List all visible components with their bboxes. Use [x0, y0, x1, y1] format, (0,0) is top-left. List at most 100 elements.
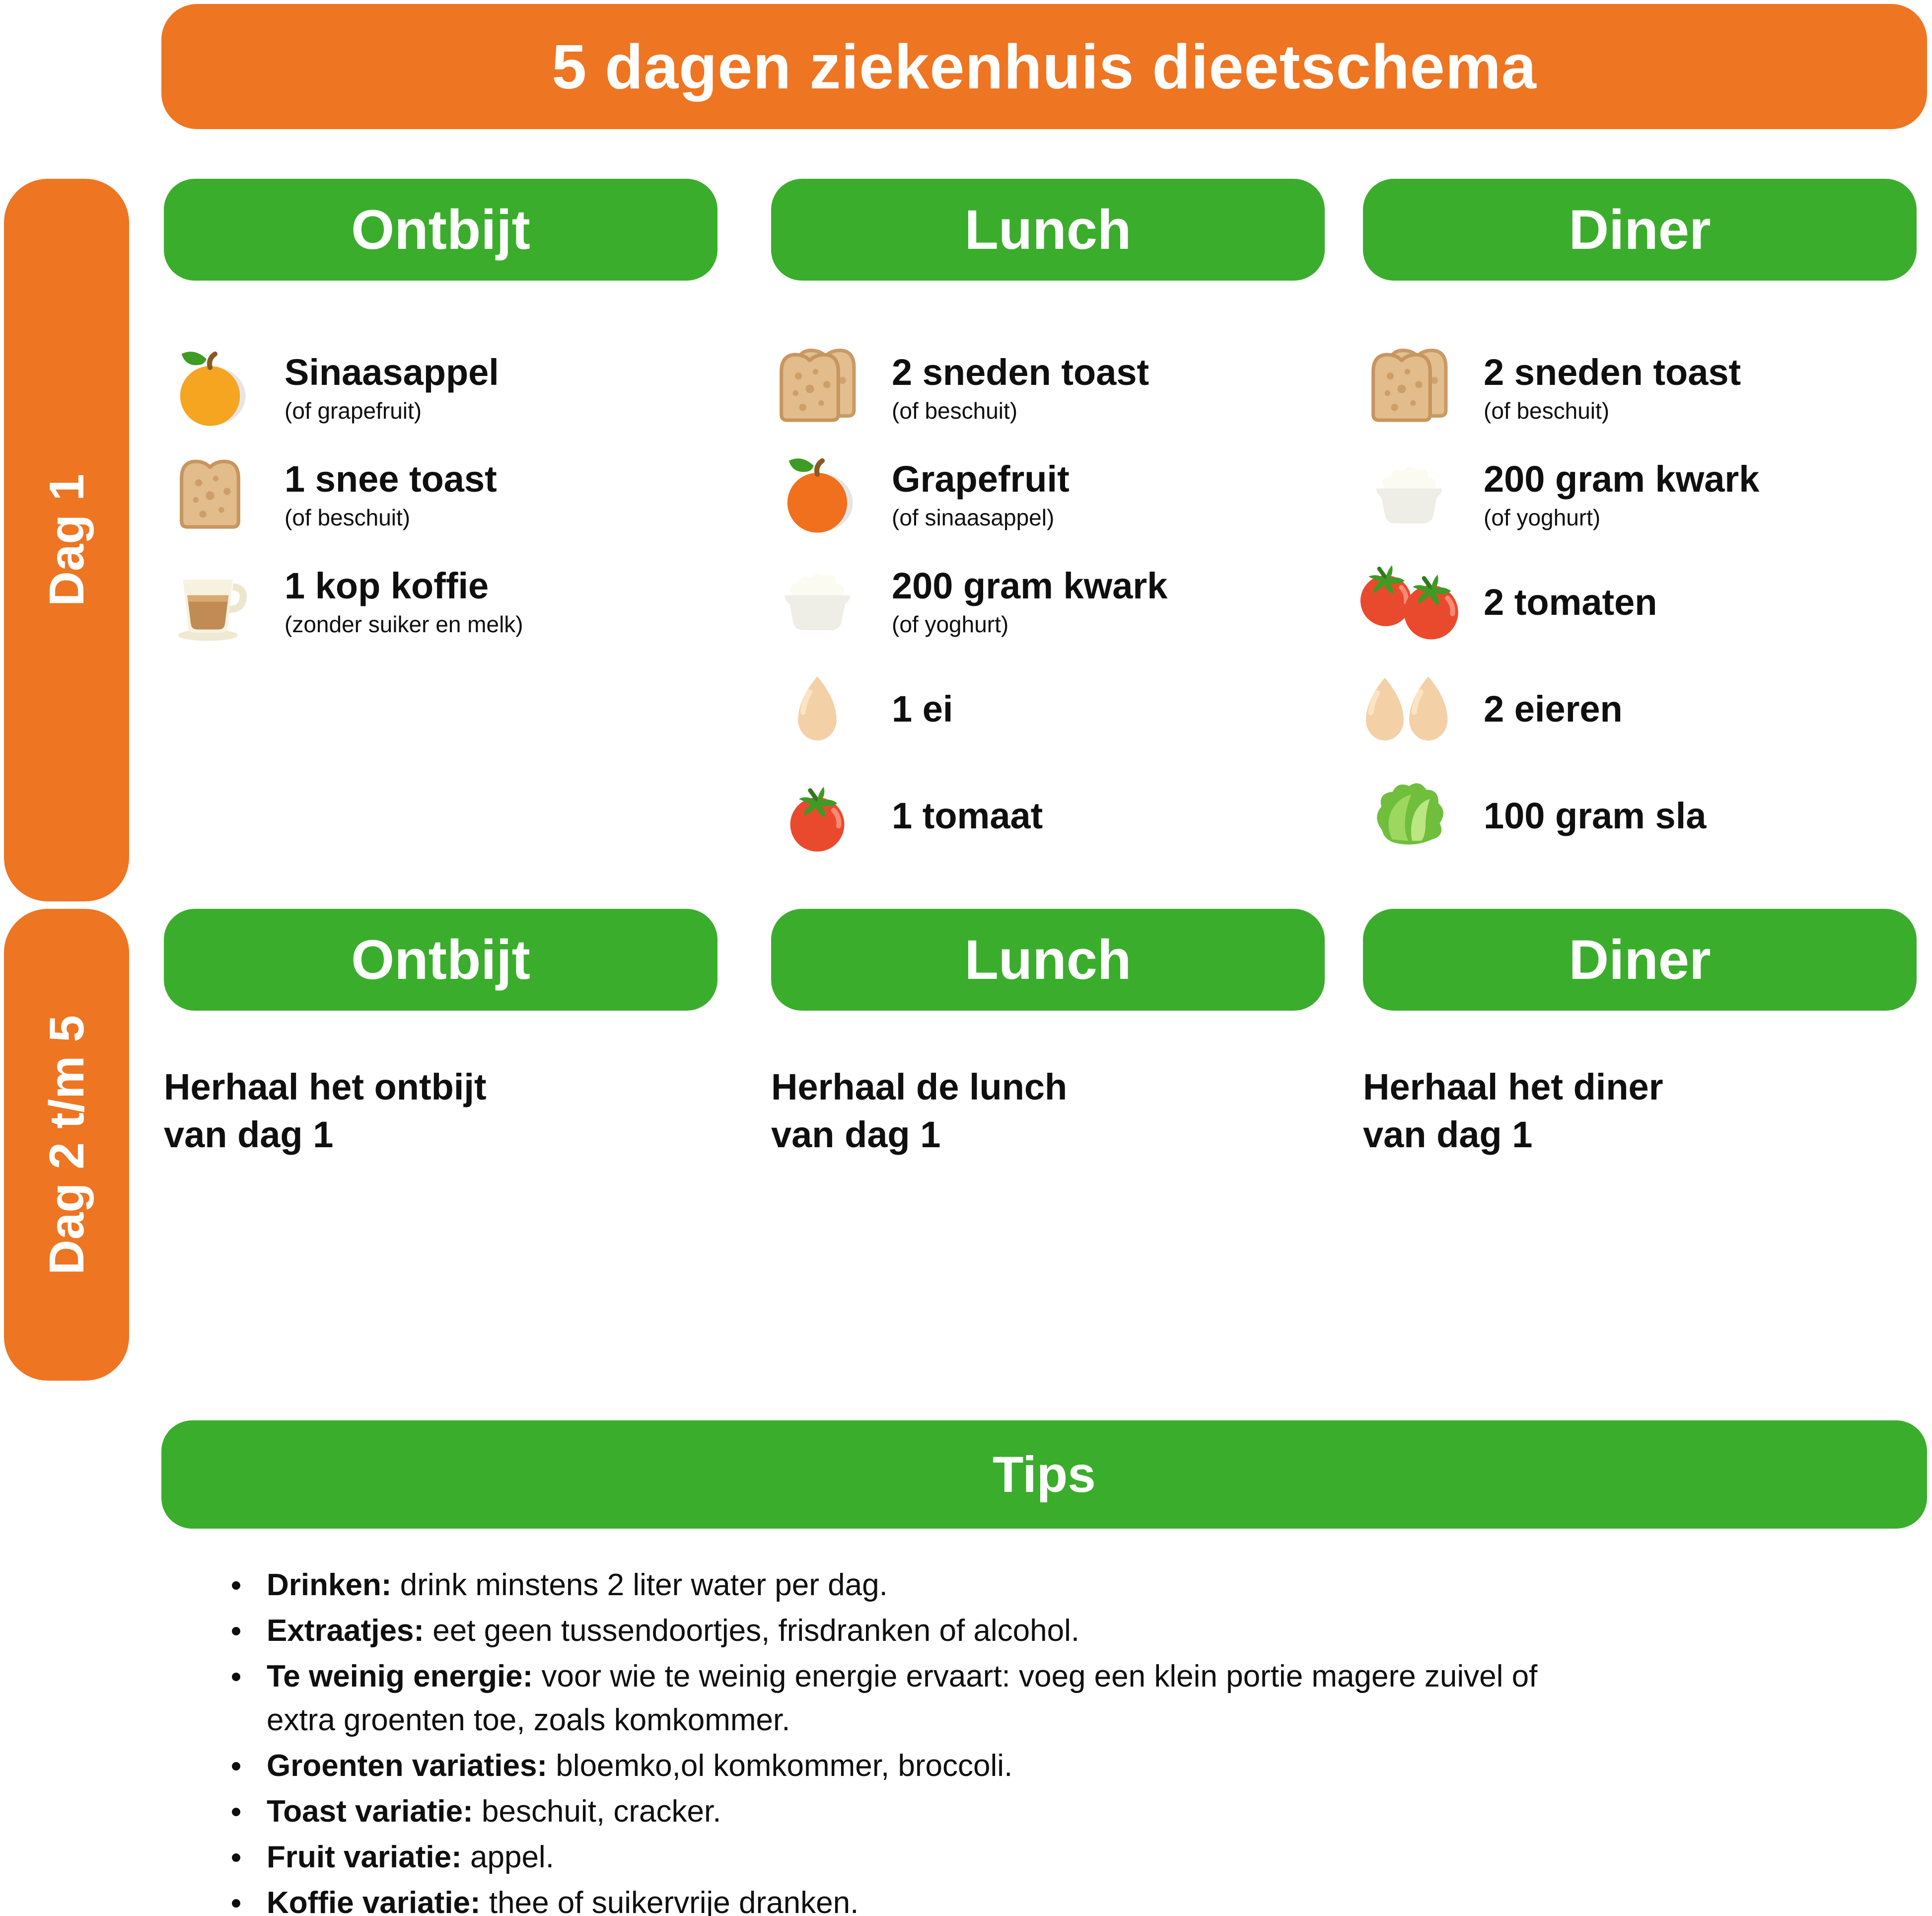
tip-item: Drinken: drink minstens 2 liter water pe… — [221, 1563, 1601, 1607]
lunch-header: Lunch — [771, 179, 1325, 281]
meal-item: 2 tomaten — [1363, 549, 1917, 656]
sidebar-day2-5-label: Dag 2 t/m 5 — [39, 1015, 94, 1275]
tip-label: Groenten variaties: — [267, 1749, 548, 1783]
dinner-header: Diner — [1363, 179, 1917, 281]
meal-item: 2 sneden toast (of beschuit) — [1363, 335, 1917, 442]
repeat-instruction: Herhaal het ontbijt van dag 1 — [164, 1063, 717, 1159]
quark-bowl-icon — [1363, 451, 1455, 540]
item-note: (of yoghurt) — [1484, 505, 1601, 531]
item-name: 1 snee toast — [285, 458, 497, 500]
item-name: 200 gram kwark — [1484, 458, 1760, 500]
tip-label: Extraatjes: — [267, 1614, 425, 1648]
egg-icon — [771, 664, 863, 754]
tip-text: eet geen tussendoortjes, frisdranken of … — [424, 1614, 1080, 1648]
day2-lunch-column: Lunch Herhaal de lunch van dag 1 — [771, 909, 1325, 1159]
item-note: (of beschuit) — [892, 398, 1018, 424]
meal-item: 1 ei — [771, 656, 1325, 762]
item-name: 2 sneden toast — [1484, 351, 1741, 393]
day2-breakfast-column: Ontbijt Herhaal het ontbijt van dag 1 — [164, 909, 717, 1159]
tip-item: Extraatjes: eet geen tussendoortjes, fri… — [221, 1609, 1601, 1653]
day1-breakfast-column: Ontbijt Sinaasappel (of grapefruit) 1 sn… — [164, 179, 717, 656]
item-name: 2 sneden toast — [892, 351, 1149, 393]
repeat-line: van dag 1 — [771, 1114, 941, 1156]
coffee-icon — [164, 558, 256, 647]
meal-item: Sinaasappel (of grapefruit) — [164, 335, 717, 442]
meal-item: 1 snee toast (of beschuit) — [164, 442, 717, 549]
meal-item: 1 tomaat — [771, 762, 1325, 869]
item-name: 2 tomaten — [1484, 581, 1657, 623]
lunch-items: 2 sneden toast (of beschuit) Grapefruit … — [771, 335, 1325, 869]
day2-dinner-column: Diner Herhaal het diner van dag 1 — [1363, 909, 1917, 1159]
item-name: 100 gram sla — [1484, 795, 1707, 836]
page-title: 5 dagen ziekenhuis dieetschema — [552, 31, 1537, 102]
meal-item: 2 sneden toast (of beschuit) — [771, 335, 1325, 442]
tips-banner: Tips — [161, 1420, 1927, 1529]
tomato-two-icon — [1363, 558, 1455, 647]
sidebar-day1: Dag 1 — [4, 179, 129, 901]
tip-item: Groenten variaties: bloemko,ol komkommer… — [221, 1744, 1601, 1788]
repeat-line: Herhaal het diner — [1363, 1066, 1663, 1107]
item-name: 1 kop koffie — [285, 565, 489, 606]
breakfast-items: Sinaasappel (of grapefruit) 1 snee toast… — [164, 335, 717, 656]
repeat-line: van dag 1 — [1363, 1114, 1533, 1156]
tip-item: Te weinig energie: voor wie te weinig en… — [221, 1655, 1601, 1742]
toast-icon — [164, 451, 256, 540]
toast-two-icon — [1363, 344, 1455, 434]
item-name: Sinaasappel — [285, 351, 499, 393]
breakfast-header: Ontbijt — [164, 179, 717, 281]
item-note: (of grapefruit) — [285, 398, 422, 424]
repeat-instruction: Herhaal het diner van dag 1 — [1363, 1063, 1917, 1159]
repeat-instruction: Herhaal de lunch van dag 1 — [771, 1063, 1325, 1159]
toast-two-icon — [771, 344, 863, 434]
item-note: (of beschuit) — [1484, 398, 1610, 424]
meal-item: Grapefruit (of sinaasappel) — [771, 442, 1325, 549]
tip-label: Fruit variatie: — [267, 1840, 462, 1875]
tips-title: Tips — [993, 1446, 1096, 1503]
item-note: (of yoghurt) — [892, 611, 1009, 638]
dinner-header: Diner — [1363, 909, 1917, 1011]
repeat-line: Herhaal het ontbijt — [164, 1066, 487, 1107]
tip-text: thee of suikervrije dranken. — [480, 1886, 859, 1916]
tomato-icon — [771, 771, 863, 861]
meal-item: 1 kop koffie (zonder suiker en melk) — [164, 549, 717, 656]
quark-bowl-icon — [771, 558, 863, 647]
meal-item: 2 eieren — [1363, 656, 1917, 762]
item-name: 200 gram kwark — [892, 565, 1168, 606]
tip-text: voor wie te weinig energie ervaart: voeg… — [267, 1659, 1538, 1738]
tip-label: Te weinig energie: — [267, 1659, 533, 1694]
item-name: 1 ei — [892, 688, 953, 730]
repeat-line: van dag 1 — [164, 1114, 334, 1156]
egg-two-icon — [1363, 664, 1455, 754]
title-banner: 5 dagen ziekenhuis dieetschema — [161, 4, 1927, 129]
tip-item: Koffie variatie: thee of suikervrije dra… — [221, 1881, 1601, 1916]
meal-item: 200 gram kwark (of yoghurt) — [1363, 442, 1917, 549]
tip-item: Toast variatie: beschuit, cracker. — [221, 1790, 1601, 1834]
dinner-items: 2 sneden toast (of beschuit) 200 gram kw… — [1363, 335, 1917, 869]
tip-text: drink minstens 2 liter water per dag. — [391, 1568, 888, 1602]
tip-label: Koffie variatie: — [267, 1886, 481, 1916]
item-name: 1 tomaat — [892, 795, 1043, 836]
repeat-line: Herhaal de lunch — [771, 1066, 1068, 1107]
item-note: (of beschuit) — [285, 505, 411, 531]
tip-text: bloemko,ol komkommer, broccoli. — [547, 1749, 1013, 1783]
item-note: (zonder suiker en melk) — [285, 611, 523, 638]
tip-item: Fruit variatie: appel. — [221, 1836, 1601, 1879]
item-name: Grapefruit — [892, 458, 1070, 500]
lunch-header: Lunch — [771, 909, 1325, 1011]
tip-label: Toast variatie: — [267, 1794, 473, 1829]
tip-text: beschuit, cracker. — [473, 1794, 721, 1829]
orange-icon — [164, 344, 256, 434]
breakfast-header: Ontbijt — [164, 909, 717, 1011]
sidebar-day2-5: Dag 2 t/m 5 — [4, 909, 129, 1381]
lettuce-icon — [1363, 771, 1455, 861]
tips-list: Drinken: drink minstens 2 liter water pe… — [221, 1563, 1601, 1916]
day1-dinner-column: Diner 2 sneden toast (of beschuit) 200 g… — [1363, 179, 1917, 869]
grapefruit-icon — [771, 451, 863, 540]
item-name: 2 eieren — [1484, 688, 1623, 730]
day1-lunch-column: Lunch 2 sneden toast (of beschuit) Grape… — [771, 179, 1325, 869]
tip-label: Drinken: — [267, 1568, 392, 1602]
item-note: (of sinaasappel) — [892, 505, 1055, 531]
meal-item: 200 gram kwark (of yoghurt) — [771, 549, 1325, 656]
tip-text: appel. — [461, 1840, 554, 1875]
